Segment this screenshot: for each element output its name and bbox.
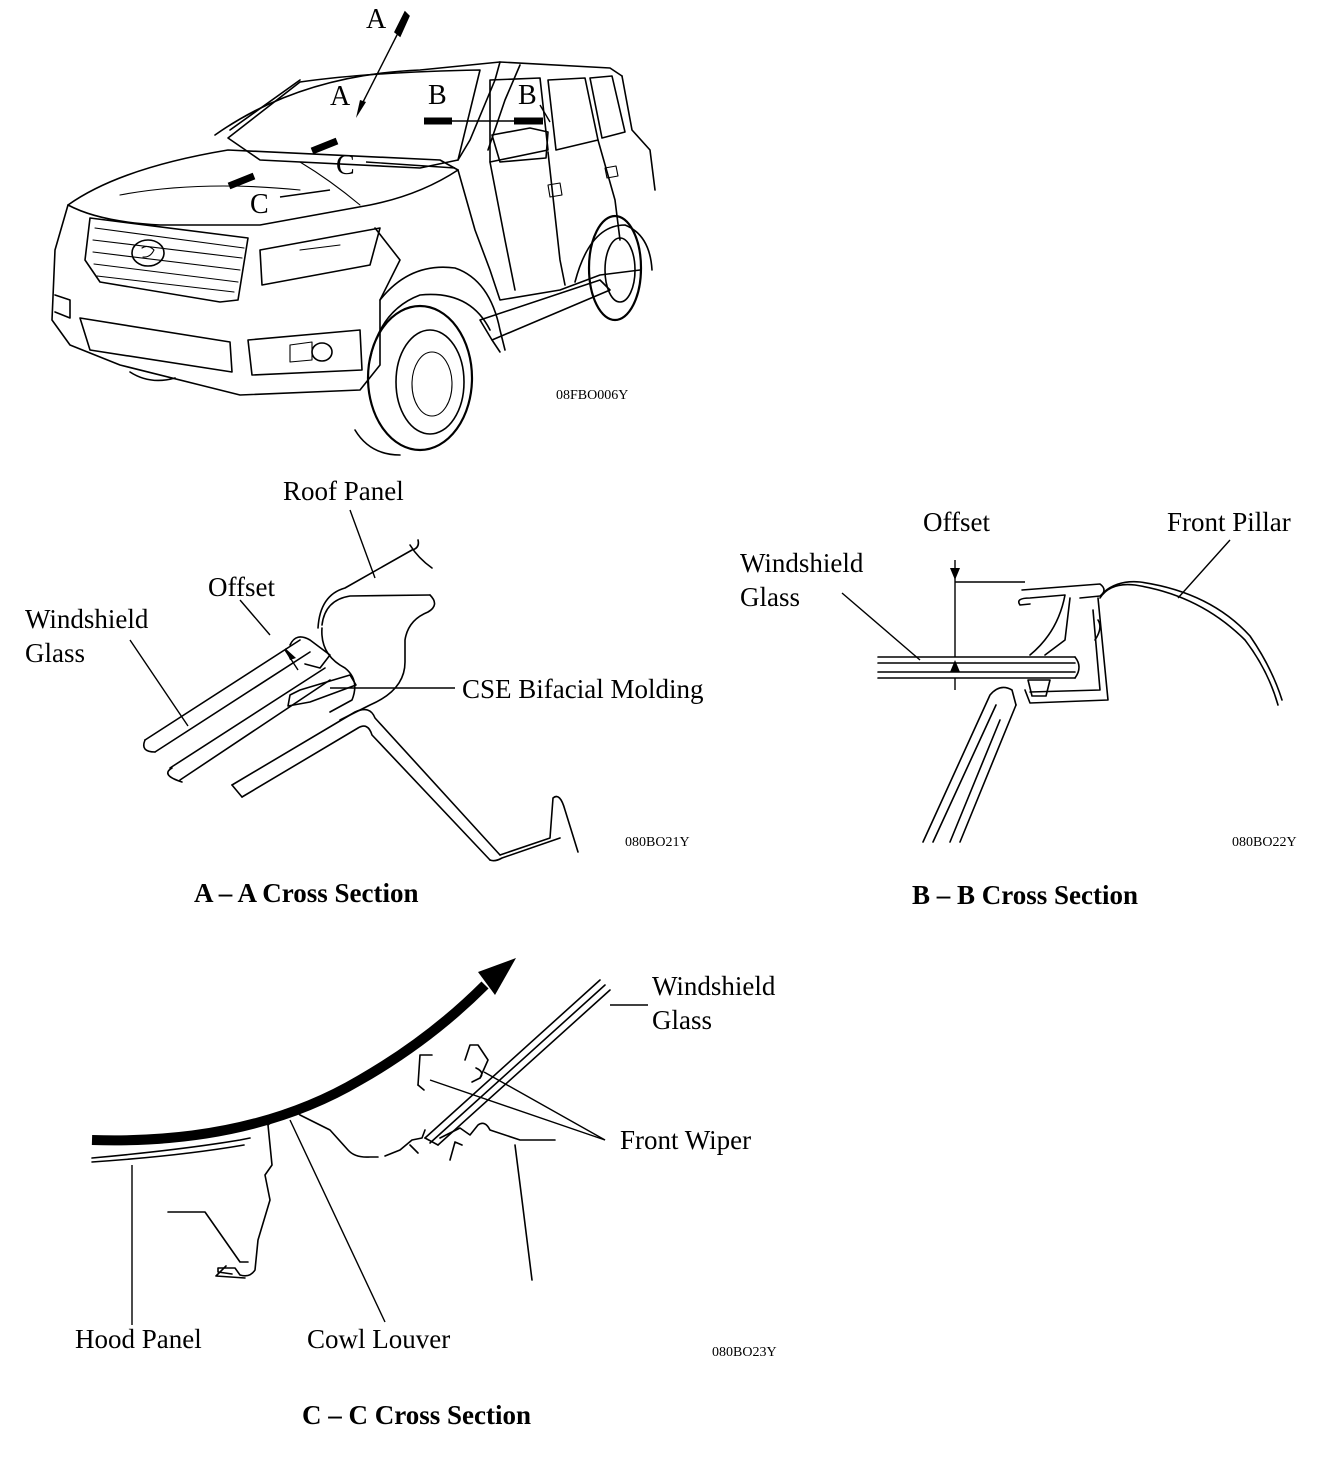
section-letter-b-left: B	[428, 80, 447, 111]
vehicle-illustration: A A B B C C 08FBO006Y	[51, 4, 656, 456]
label-roof-panel: Roof Panel	[283, 476, 404, 506]
section-cc-caption: C – C Cross Section	[302, 1400, 531, 1430]
section-letter-a-inner: A	[330, 81, 351, 112]
section-cc-code: 080BO23Y	[712, 1345, 777, 1360]
section-bb: Offset Front Pillar Windshield Glass 080…	[740, 507, 1297, 910]
label-hood-panel: Hood Panel	[75, 1324, 202, 1354]
label-windshield-cc-line1: Windshield	[652, 971, 776, 1001]
vehicle-figure-code: 08FBO006Y	[556, 388, 628, 403]
section-cc: Windshield Glass Front Wiper Hood Panel …	[75, 958, 777, 1430]
label-offset-bb: Offset	[923, 507, 990, 537]
section-letter-c-right: C	[336, 150, 355, 181]
label-windshield-cc-line2: Glass	[652, 1005, 712, 1035]
label-windshield-aa-line1: Windshield	[25, 604, 149, 634]
label-windshield-aa-line2: Glass	[25, 638, 85, 668]
section-aa: Roof Panel Offset Windshield Glass CSE B…	[25, 476, 703, 908]
section-letter-a-top: A	[366, 4, 387, 35]
section-bb-caption: B – B Cross Section	[912, 880, 1138, 910]
section-letter-c-left: C	[250, 189, 269, 220]
label-cowl-louver: Cowl Louver	[307, 1324, 450, 1354]
label-front-wiper: Front Wiper	[620, 1125, 751, 1155]
label-windshield-bb-line1: Windshield	[740, 548, 864, 578]
label-cse-bifacial-molding: CSE Bifacial Molding	[462, 674, 703, 704]
label-front-pillar: Front Pillar	[1167, 507, 1291, 537]
label-offset-aa: Offset	[208, 572, 275, 602]
section-bb-code: 080BO22Y	[1232, 835, 1297, 850]
section-aa-code: 080BO21Y	[625, 835, 690, 850]
section-aa-caption: A – A Cross Section	[194, 878, 419, 908]
label-windshield-bb-line2: Glass	[740, 582, 800, 612]
section-letter-b-right: B	[518, 80, 537, 111]
